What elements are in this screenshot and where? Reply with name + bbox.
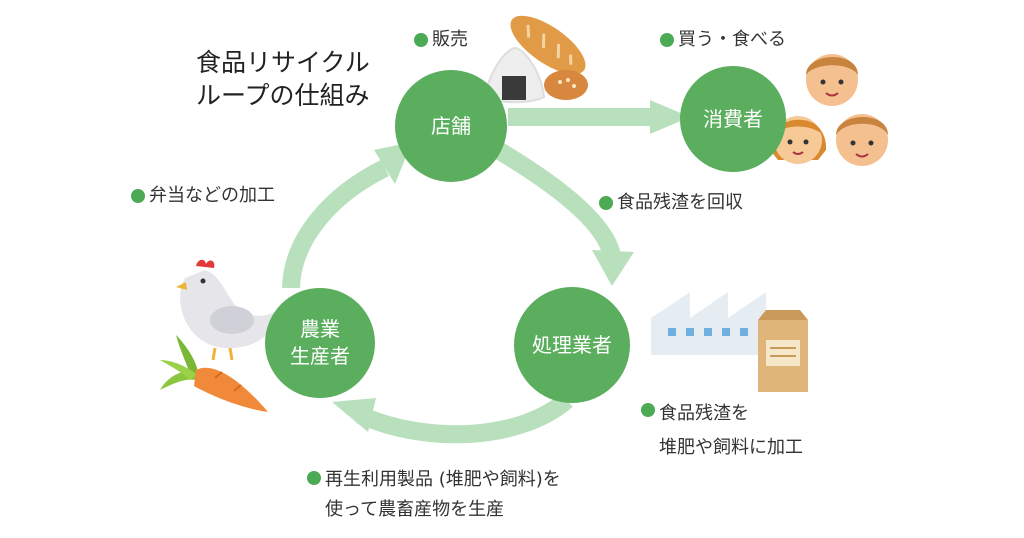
arrowhead-processor [592, 250, 634, 286]
arrow-processor-to-farmer [356, 392, 573, 444]
bullet-bento [131, 189, 145, 203]
label-sales: 販売 [432, 29, 468, 50]
label-collect: 食品残渣を回収 [617, 192, 743, 213]
arrow-store-to-processor [493, 142, 621, 258]
node-store: 店舗 [395, 70, 507, 182]
arrowhead-consumer [650, 100, 690, 134]
label-produce: 再生利用製品 (堆肥や飼料)を 使って農畜産物を生産 [325, 469, 561, 520]
bullet-produce [307, 471, 321, 485]
node-farmer: 農業 生産者 [265, 288, 375, 398]
family-illustration [769, 54, 888, 166]
factory-illustration [651, 292, 808, 392]
bullet-process [641, 403, 655, 417]
bullet-collect [599, 196, 613, 210]
node-consumer: 消費者 [680, 66, 786, 172]
arrowhead-farmer [332, 398, 376, 432]
label-process: 食品残渣を 堆肥や飼料に加工 [659, 403, 803, 458]
chicken-illustration [176, 259, 276, 361]
bullet-sales [414, 33, 428, 47]
node-processor: 処理業者 [514, 287, 630, 403]
carrot-illustration [160, 335, 268, 412]
label-bento: 弁当などの加工 [149, 185, 275, 206]
arrow-heads [332, 100, 690, 432]
cycle-arrows [282, 108, 655, 444]
diagram-title: 食品リサイクル ループの仕組み [196, 48, 370, 110]
arrow-farmer-to-store [282, 159, 390, 289]
food-illustration [483, 15, 588, 104]
label-buy-eat: 買う・食べる [678, 29, 786, 50]
bullet-buy-eat [660, 33, 674, 47]
